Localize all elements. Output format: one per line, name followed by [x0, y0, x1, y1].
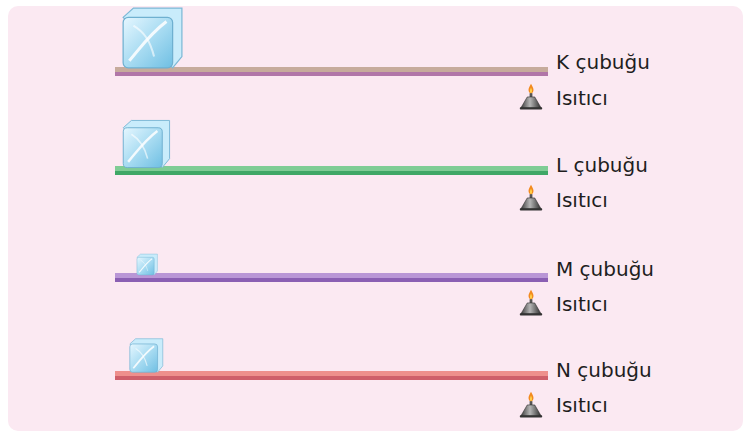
ice-cube	[130, 339, 163, 373]
rod-name: L çubuğu	[556, 153, 648, 177]
heater-name: Isıtıcı	[556, 393, 608, 417]
heater-lamp	[520, 290, 542, 316]
rod-l	[115, 166, 548, 175]
heater-lamp	[520, 392, 542, 418]
heater-lamp	[520, 185, 542, 211]
rod-name: M çubuğu	[556, 257, 654, 281]
rod-m	[115, 273, 548, 282]
heater-name: Isıtıcı	[556, 86, 608, 110]
rod-k	[115, 67, 548, 76]
heater-name: Isıtıcı	[556, 188, 608, 212]
background-panel	[8, 6, 743, 431]
rod-name: N çubuğu	[556, 358, 652, 382]
rod-n	[115, 371, 548, 380]
heater-name: Isıtıcı	[556, 292, 608, 316]
ice-cube	[123, 120, 169, 167]
ice-cube	[137, 254, 157, 275]
ice-cube	[123, 8, 182, 68]
rod-name: K çubuğu	[556, 50, 650, 74]
heater-lamp	[520, 84, 542, 110]
